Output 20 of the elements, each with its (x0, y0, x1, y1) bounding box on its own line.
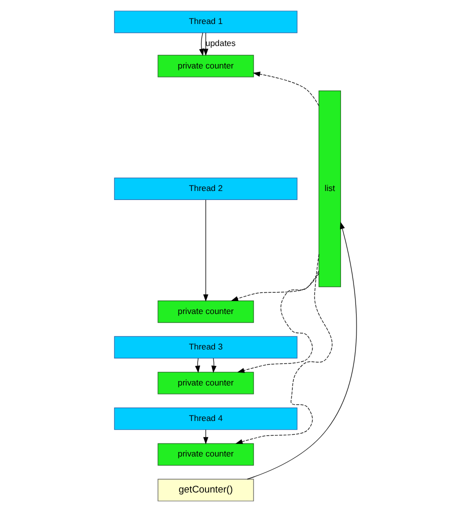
node-box: getCounter() (157, 478, 254, 502)
node-box: Thread 4 (114, 408, 297, 430)
node-box: list (318, 90, 340, 288)
arrow (202, 200, 208, 302)
arrow (202, 32, 208, 56)
arrow (234, 254, 332, 444)
node-box: Thread 1 (114, 10, 297, 34)
node-box: Thread 3 (114, 336, 297, 359)
node-box: Thread 2 (114, 178, 297, 200)
arrow (198, 32, 204, 56)
node-box: private counter (157, 300, 254, 323)
node-box: private counter (157, 54, 254, 78)
arrow (210, 358, 216, 374)
arrow (252, 72, 319, 106)
edge-label: updates (205, 38, 236, 48)
node-box: private counter (157, 372, 254, 394)
arrow (236, 270, 319, 373)
node-box: private counter (157, 443, 254, 466)
arrow (230, 272, 319, 302)
arrow (246, 222, 356, 480)
